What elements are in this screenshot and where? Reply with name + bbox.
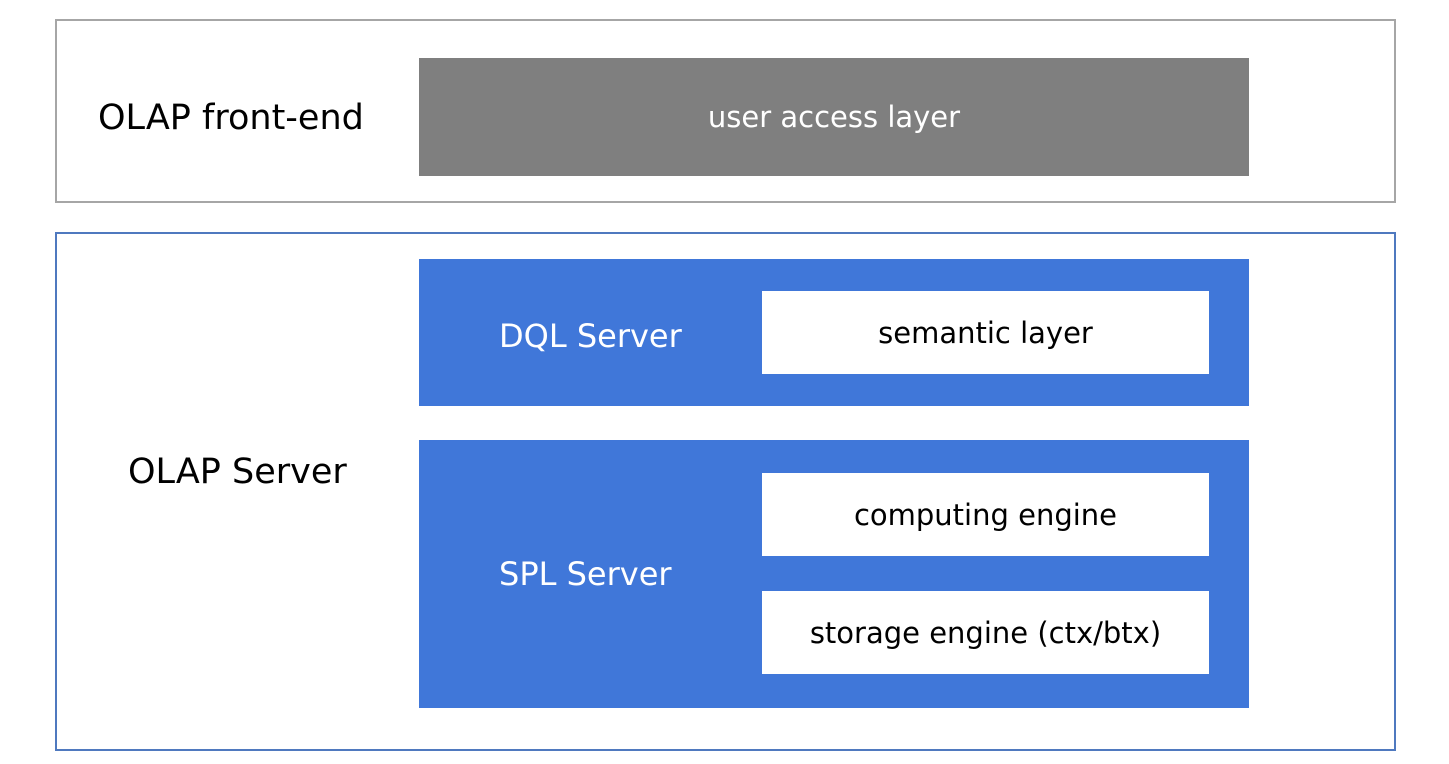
- computing-engine-label: computing engine: [853, 497, 1118, 532]
- storage-engine-box: storage engine (ctx/btx): [762, 591, 1209, 674]
- storage-engine-label: storage engine (ctx/btx): [809, 615, 1162, 650]
- dql-server-label: DQL Server: [499, 317, 682, 355]
- computing-engine-box: computing engine: [762, 473, 1209, 556]
- spl-server-label: SPL Server: [499, 555, 672, 593]
- semantic-layer-box: semantic layer: [762, 291, 1209, 374]
- user-access-layer-label: user access layer: [707, 100, 961, 134]
- olap-frontend-label: OLAP front-end: [98, 98, 364, 138]
- user-access-layer-block: user access layer: [419, 58, 1249, 176]
- olap-server-label: OLAP Server: [128, 452, 347, 492]
- semantic-layer-label: semantic layer: [878, 315, 1093, 350]
